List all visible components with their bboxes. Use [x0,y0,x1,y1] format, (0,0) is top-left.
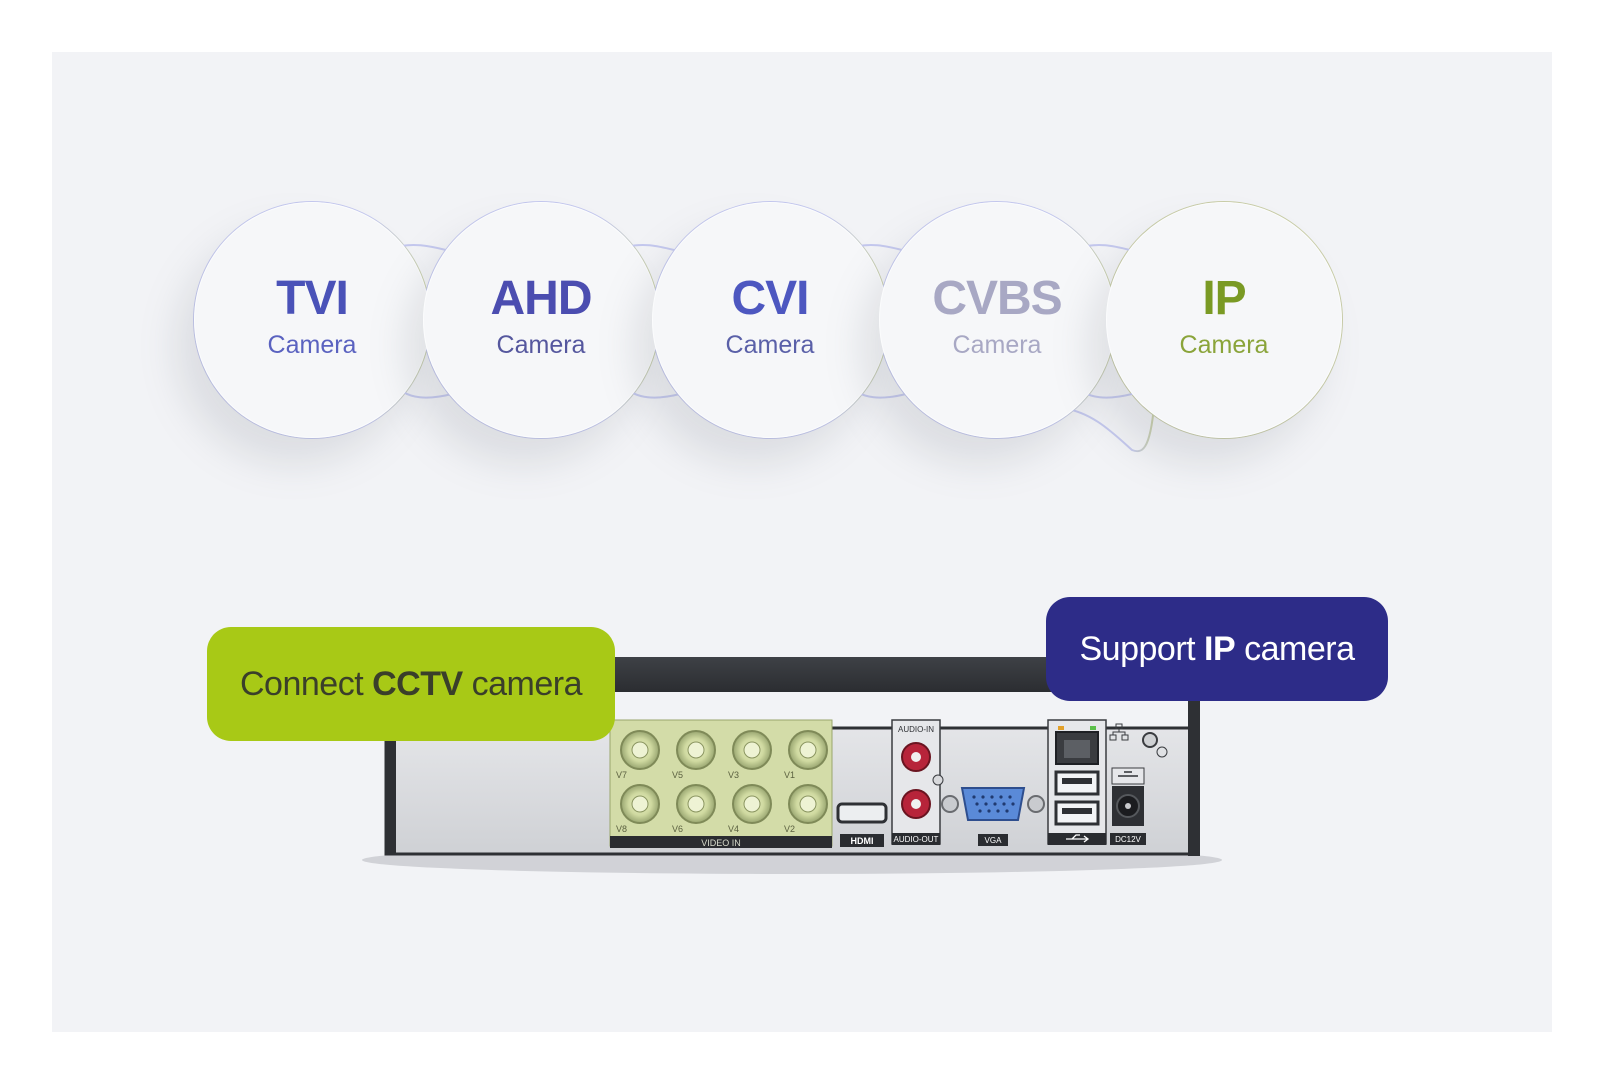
dvr-left-bracket [386,728,396,854]
bnc-center [743,795,761,813]
tvi-camera-badge: TVI Camera [194,202,430,438]
channel-label: V4 [728,824,739,834]
support-ip-callout: Support IP camera [1046,597,1388,701]
vga-screw-left [941,795,959,813]
dc-symbol-icon [1118,771,1138,777]
callout-highlight: CCTV [372,664,463,703]
video-in-label-strip [610,836,832,848]
dvr-recorder: VIDEO IN V7 V5 V3 V1 V8 V6 V4 [362,657,1222,874]
ahd-camera-badge: AHD Camera [423,202,659,438]
cvi-camera-badge: CVI Camera [652,202,888,438]
cvbs-camera-badge: CVBS Camera [879,202,1115,438]
camera-type-label: CVI [731,272,809,325]
ground-screw-icon [1142,732,1158,748]
vga-label-strip [978,834,1008,846]
bnc-center [799,741,817,759]
bnc-connectors [620,730,828,824]
camera-sub-label: Camera [952,331,1042,359]
channel-label: V6 [672,824,683,834]
product-panel: TVI Camera AHD Camera CVI Camera CVBS Ca… [52,52,1552,1032]
channel-label: V8 [616,824,627,834]
callout-highlight: IP [1204,629,1236,668]
hdmi-label: HDMI [851,836,874,846]
channel-label: V3 [728,770,739,780]
dc-label: DC12V [1115,835,1141,844]
ethernet-led-icon [1058,726,1064,730]
ethernet-port-inner [1064,740,1090,758]
camera-compatibility-row: TVI Camera AHD Camera CVI Camera CVBS Ca… [52,52,1552,552]
ethernet-led-icon [1090,726,1096,730]
vga-label: VGA [985,836,1003,845]
audio-block [891,719,941,845]
audio-out-jack-core [911,799,921,809]
bnc-center [687,795,705,813]
audio-out-label-strip [892,833,940,845]
usb-port-inner [1062,778,1092,784]
audio-in-label: AUDIO-IN [898,725,934,734]
channel-label: V1 [784,770,795,780]
camera-sub-label: Camera [725,331,815,359]
hdmi-port [836,802,888,824]
usb-icon [1066,834,1090,843]
callout-suffix: camera [462,664,583,703]
channel-label: V5 [672,770,683,780]
dvr-right-bracket [1188,692,1200,856]
ip-camera-badge: IP Camera [1106,202,1342,438]
hdmi-label-strip [840,834,884,847]
camera-type-label: AHD [490,272,593,325]
channel-label: V2 [784,824,795,834]
callout-prefix: Connect [240,664,373,703]
dc-jack-pin [1125,803,1131,809]
camera-type-label: TVI [276,272,349,325]
camera-sub-label: Camera [267,331,357,359]
ground-icon [1156,746,1168,758]
bnc-center [799,795,817,813]
bnc-center [631,795,649,813]
network-icon [1109,723,1129,741]
callout-prefix: Support [1079,629,1205,668]
camera-sub-label: Camera [496,331,586,359]
camera-sub-label: Camera [1179,331,1269,359]
dc-label-strip [1110,833,1146,845]
bnc-center [743,741,761,759]
camera-type-label: IP [1202,272,1246,325]
usb-port-inner [1062,808,1092,814]
camera-type-label: CVBS [932,272,1062,325]
audio-in-jack-core [911,752,921,762]
vga-screw-right [1027,795,1045,813]
bnc-center [687,741,705,759]
bnc-center [631,741,649,759]
channel-label: V7 [616,770,627,780]
audio-out-label: AUDIO-OUT [894,835,939,844]
video-in-label: VIDEO IN [701,838,741,848]
vga-port [960,787,1026,821]
screw-icon [932,774,944,786]
callout-suffix: camera [1235,629,1355,668]
connect-cctv-callout: Connect CCTV camera [207,627,615,741]
